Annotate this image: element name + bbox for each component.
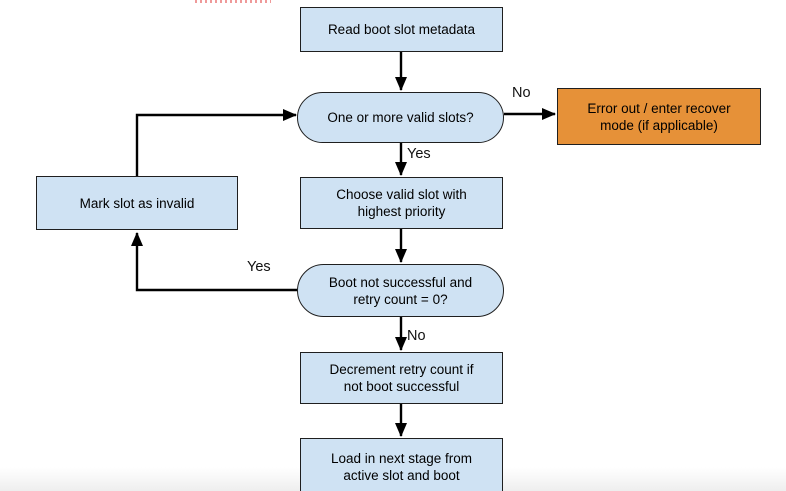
edge-label-boot-check-no: No [407,328,426,344]
cropped-red-dashed-text-artifact [195,0,271,3]
node-read-boot-slot-metadata: Read boot slot metadata [300,7,503,52]
node-choose-valid-slot: Choose valid slot with highest priority [300,177,503,229]
edge-label-valid-slots-yes: Yes [407,146,431,162]
edge-label-valid-slots-no: No [512,85,531,101]
node-error-recover-mode: Error out / enter recover mode (if appli… [557,88,761,145]
edge-label-boot-check-yes: Yes [247,259,271,275]
node-mark-slot-invalid: Mark slot as invalid [36,176,238,230]
node-decrement-retry-count: Decrement retry count if not boot succes… [300,352,503,404]
edge-boot-check-yes-to-mark-invalid [131,232,297,292]
node-load-next-stage: Load in next stage from active slot and … [300,438,503,491]
node-decision-boot-check: Boot not successful and retry count = 0? [297,264,504,317]
edge-mark-invalid-to-valid-slots [135,109,297,176]
node-decision-valid-slots: One or more valid slots? [297,92,504,143]
